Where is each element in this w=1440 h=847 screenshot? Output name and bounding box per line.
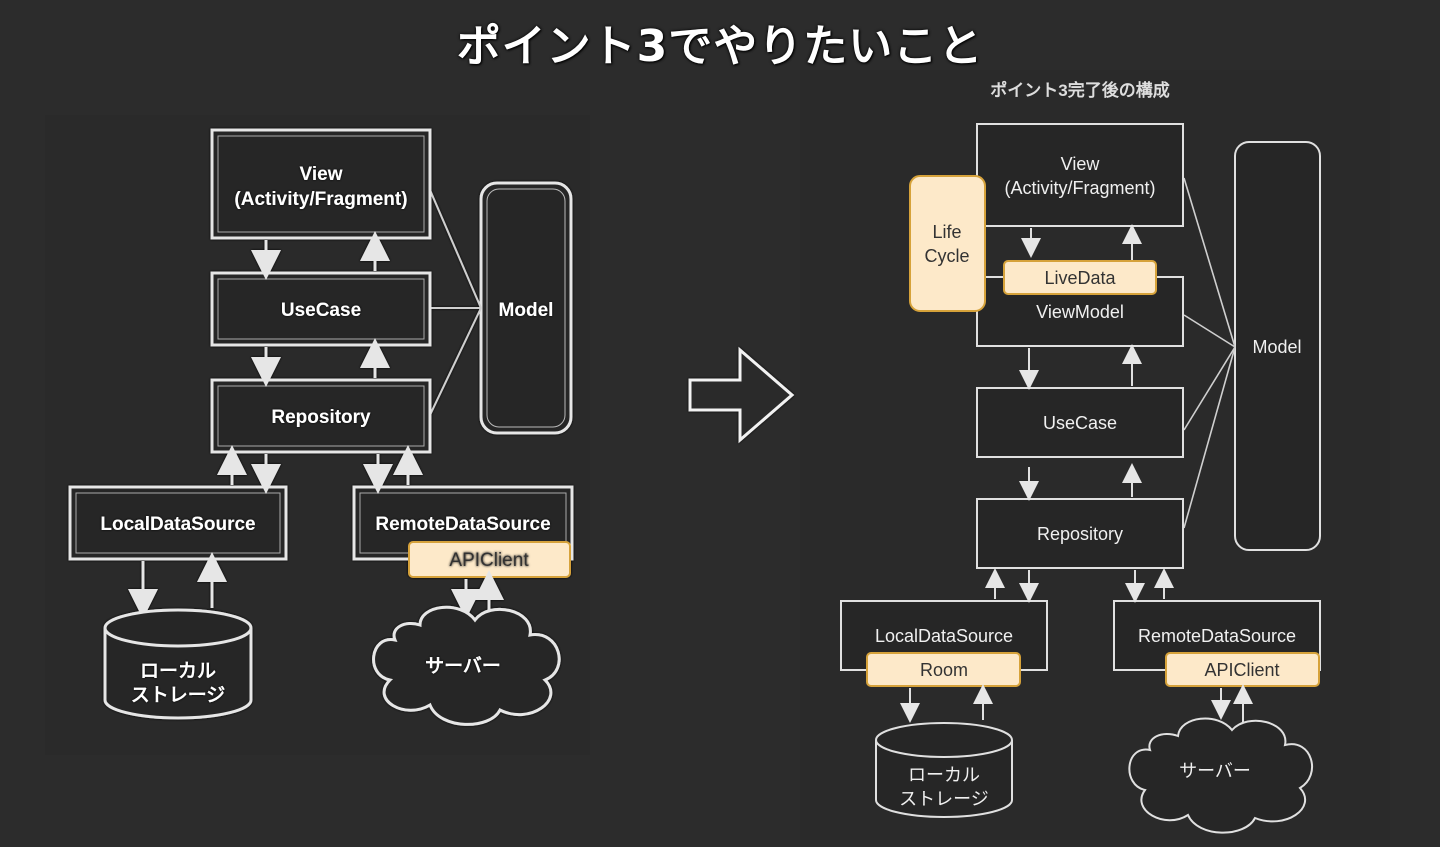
after-remote-datasource-label: RemoteDataSource (1138, 626, 1296, 646)
before-usecase-label: UseCase (281, 300, 361, 321)
before-storage-label-1: ローカル (140, 660, 216, 682)
after-local-storage-cylinder (875, 722, 1013, 818)
right-arrow-icon (688, 346, 795, 444)
after-room-label: Room (920, 660, 968, 680)
before-local-datasource-box (68, 485, 288, 561)
after-server-label: サーバー (1179, 761, 1251, 781)
before-usecase-box (210, 271, 432, 347)
after-livedata-box (1003, 260, 1157, 295)
after-subtitle: ポイント3完了後の構成 (990, 80, 1169, 100)
before-view-label-1: View (300, 164, 343, 185)
after-repository-box (976, 498, 1184, 569)
before-view-label-2: (Activity/Fragment) (234, 189, 407, 210)
after-usecase-label: UseCase (1043, 413, 1117, 433)
before-remote-datasource-label: RemoteDataSource (375, 514, 550, 535)
after-lifecycle-box (909, 175, 986, 312)
before-repository-label: Repository (271, 407, 371, 428)
after-lifecycle-label-2: Cycle (924, 246, 969, 266)
page-title: ポイント3でやりたいこと (456, 21, 984, 72)
after-room-box (866, 652, 1021, 687)
after-model-connectors (1183, 177, 1236, 529)
after-lifecycle-label-1: Life (932, 222, 961, 242)
after-usecase-box (976, 387, 1184, 458)
after-view-label-2: (Activity/Fragment) (1004, 178, 1155, 198)
after-view-label-1: View (1061, 154, 1101, 174)
after-repository-label: Repository (1037, 524, 1123, 544)
after-storage-label-2: ストレージ (899, 789, 989, 809)
before-server-cloud (372, 605, 561, 726)
after-local-datasource-label: LocalDataSource (875, 626, 1013, 646)
after-storage-label-1: ローカル (908, 765, 980, 785)
before-storage-label-2: ストレージ (131, 685, 226, 706)
after-livedata-label: LiveData (1044, 268, 1116, 288)
after-diagram (840, 123, 1321, 834)
before-view-box (210, 128, 432, 240)
before-model-box (479, 181, 573, 435)
after-viewmodel-label: ViewModel (1036, 302, 1124, 322)
before-model-connectors (429, 189, 482, 416)
before-apiclient-label: APIClient (449, 550, 529, 571)
before-diagram (68, 128, 574, 726)
before-repository-box (210, 378, 432, 454)
after-apiclient-label: APIClient (1204, 660, 1279, 680)
before-local-storage-cylinder (103, 608, 253, 720)
before-model-label: Model (499, 300, 554, 321)
before-server-label: サーバー (425, 655, 501, 677)
after-model-label: Model (1252, 337, 1301, 357)
after-view-box (976, 123, 1184, 227)
before-arrows (128, 231, 504, 619)
after-arrows (900, 224, 1253, 723)
after-server-cloud (1128, 717, 1313, 834)
before-local-datasource-label: LocalDataSource (100, 514, 255, 535)
